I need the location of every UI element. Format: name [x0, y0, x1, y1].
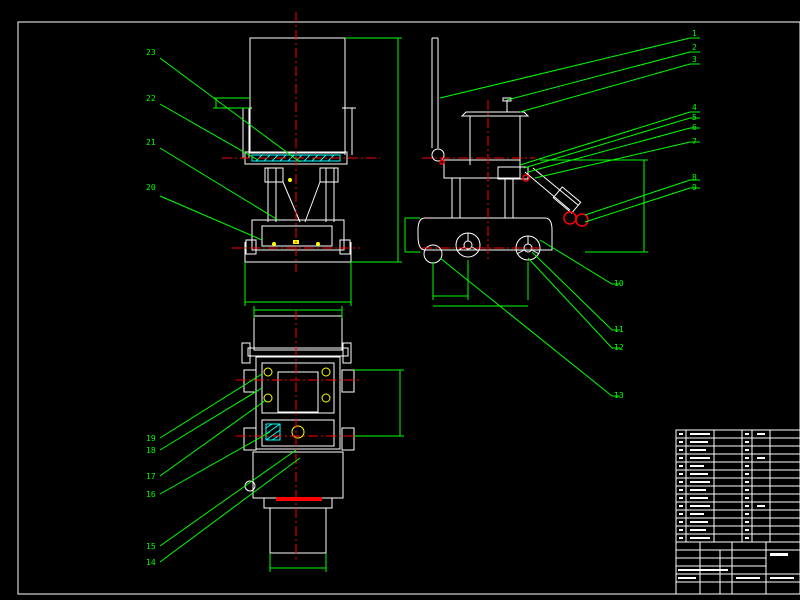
balloon-12: 12: [614, 343, 624, 352]
balloon-7: 7: [692, 137, 697, 146]
balloon-23: 23: [146, 48, 156, 57]
balloon-15: 15: [146, 542, 156, 551]
sheet-border: [17, 21, 800, 595]
balloon-18: 18: [146, 446, 156, 455]
balloon-11: 11: [614, 325, 624, 334]
balloon-2: 2: [692, 43, 697, 52]
balloon-4: 4: [692, 103, 697, 112]
front-view-dimensions: [213, 37, 402, 306]
leader-lines: [159, 37, 700, 563]
balloon-10: 10: [614, 279, 624, 288]
balloon-14: 14: [146, 558, 156, 567]
balloon-6: 6: [692, 123, 697, 132]
balloon-labels: 1 2 3 4 5 6 7 8 9 10 11 12 13 14 15 16 1…: [146, 29, 697, 567]
plan-view: [241, 315, 355, 554]
plan-view-accents: [263, 367, 331, 501]
balloon-20: 20: [146, 183, 156, 192]
balloon-5: 5: [692, 113, 697, 122]
balloon-21: 21: [146, 138, 156, 147]
balloon-19: 19: [146, 434, 156, 443]
balloon-22: 22: [146, 94, 156, 103]
balloon-3: 3: [692, 55, 697, 64]
side-view: [417, 37, 582, 264]
front-view-centerlines: [222, 12, 380, 272]
balloon-1: 1: [692, 29, 697, 38]
balloon-9: 9: [692, 183, 697, 192]
side-view-centerlines: [422, 100, 540, 260]
title-block: [675, 429, 800, 595]
side-view-accents: [439, 159, 589, 227]
title-block-fill-marks: [678, 433, 794, 579]
balloon-8: 8: [692, 173, 697, 182]
plan-view-dimensions: [253, 306, 404, 572]
side-view-dimensions: [404, 159, 648, 307]
front-view: [240, 37, 356, 263]
balloon-16: 16: [146, 490, 156, 499]
balloon-17: 17: [146, 472, 156, 481]
plan-view-centerlines: [236, 310, 362, 560]
balloon-13: 13: [614, 391, 624, 400]
